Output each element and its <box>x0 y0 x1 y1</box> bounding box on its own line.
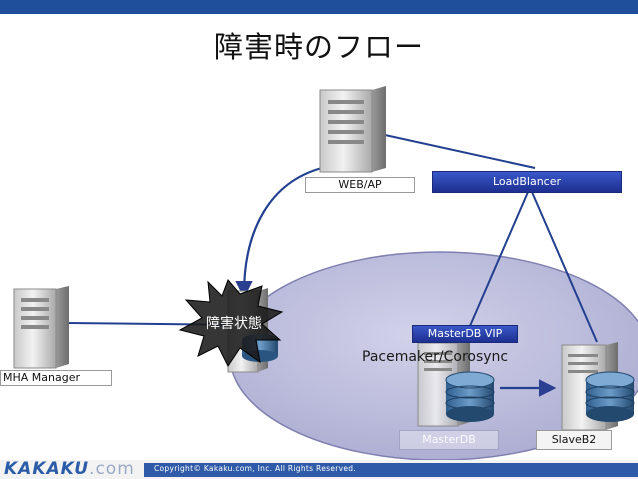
footer-bar <box>144 463 638 477</box>
master-db-label: MasterDB <box>399 430 499 450</box>
line-web-to-loadbalancer <box>384 134 536 169</box>
slave-b2-cylinder-icon <box>585 371 635 422</box>
line-loadbalancer-to-masterdb <box>469 191 529 327</box>
mha-manager-label: MHA Manager <box>0 370 112 386</box>
copyright-text: Copyright© Kakaku.com, Inc. All Rights R… <box>154 464 357 473</box>
logo-domain: .com <box>89 459 135 479</box>
master-db-cylinder-icon <box>445 371 495 422</box>
header-bar <box>0 0 638 14</box>
master-db-vip-label: MasterDB VIP <box>412 325 518 343</box>
fault-state-label: 障害状態 <box>206 316 262 332</box>
kakaku-logo: KAKAKU.com <box>4 459 135 479</box>
web-ap-server-icon <box>319 86 386 173</box>
line-loadbalancer-to-slave <box>531 191 598 343</box>
web-ap-label: WEB/AP <box>305 177 415 193</box>
mha-manager-server-icon <box>13 286 69 369</box>
pacemaker-corosync-label: Pacemaker/Corosync <box>362 349 509 365</box>
failover-arrow-web-to-failed-master <box>235 166 323 299</box>
logo-brand: KAKAKU <box>4 459 90 479</box>
fault-burst-icon <box>178 279 284 367</box>
slave-b2-label: SlaveB2 <box>536 430 612 450</box>
loadbalancer-label: LoadBlancer <box>432 171 622 193</box>
slide-title: 障害時のフロー <box>213 30 424 64</box>
